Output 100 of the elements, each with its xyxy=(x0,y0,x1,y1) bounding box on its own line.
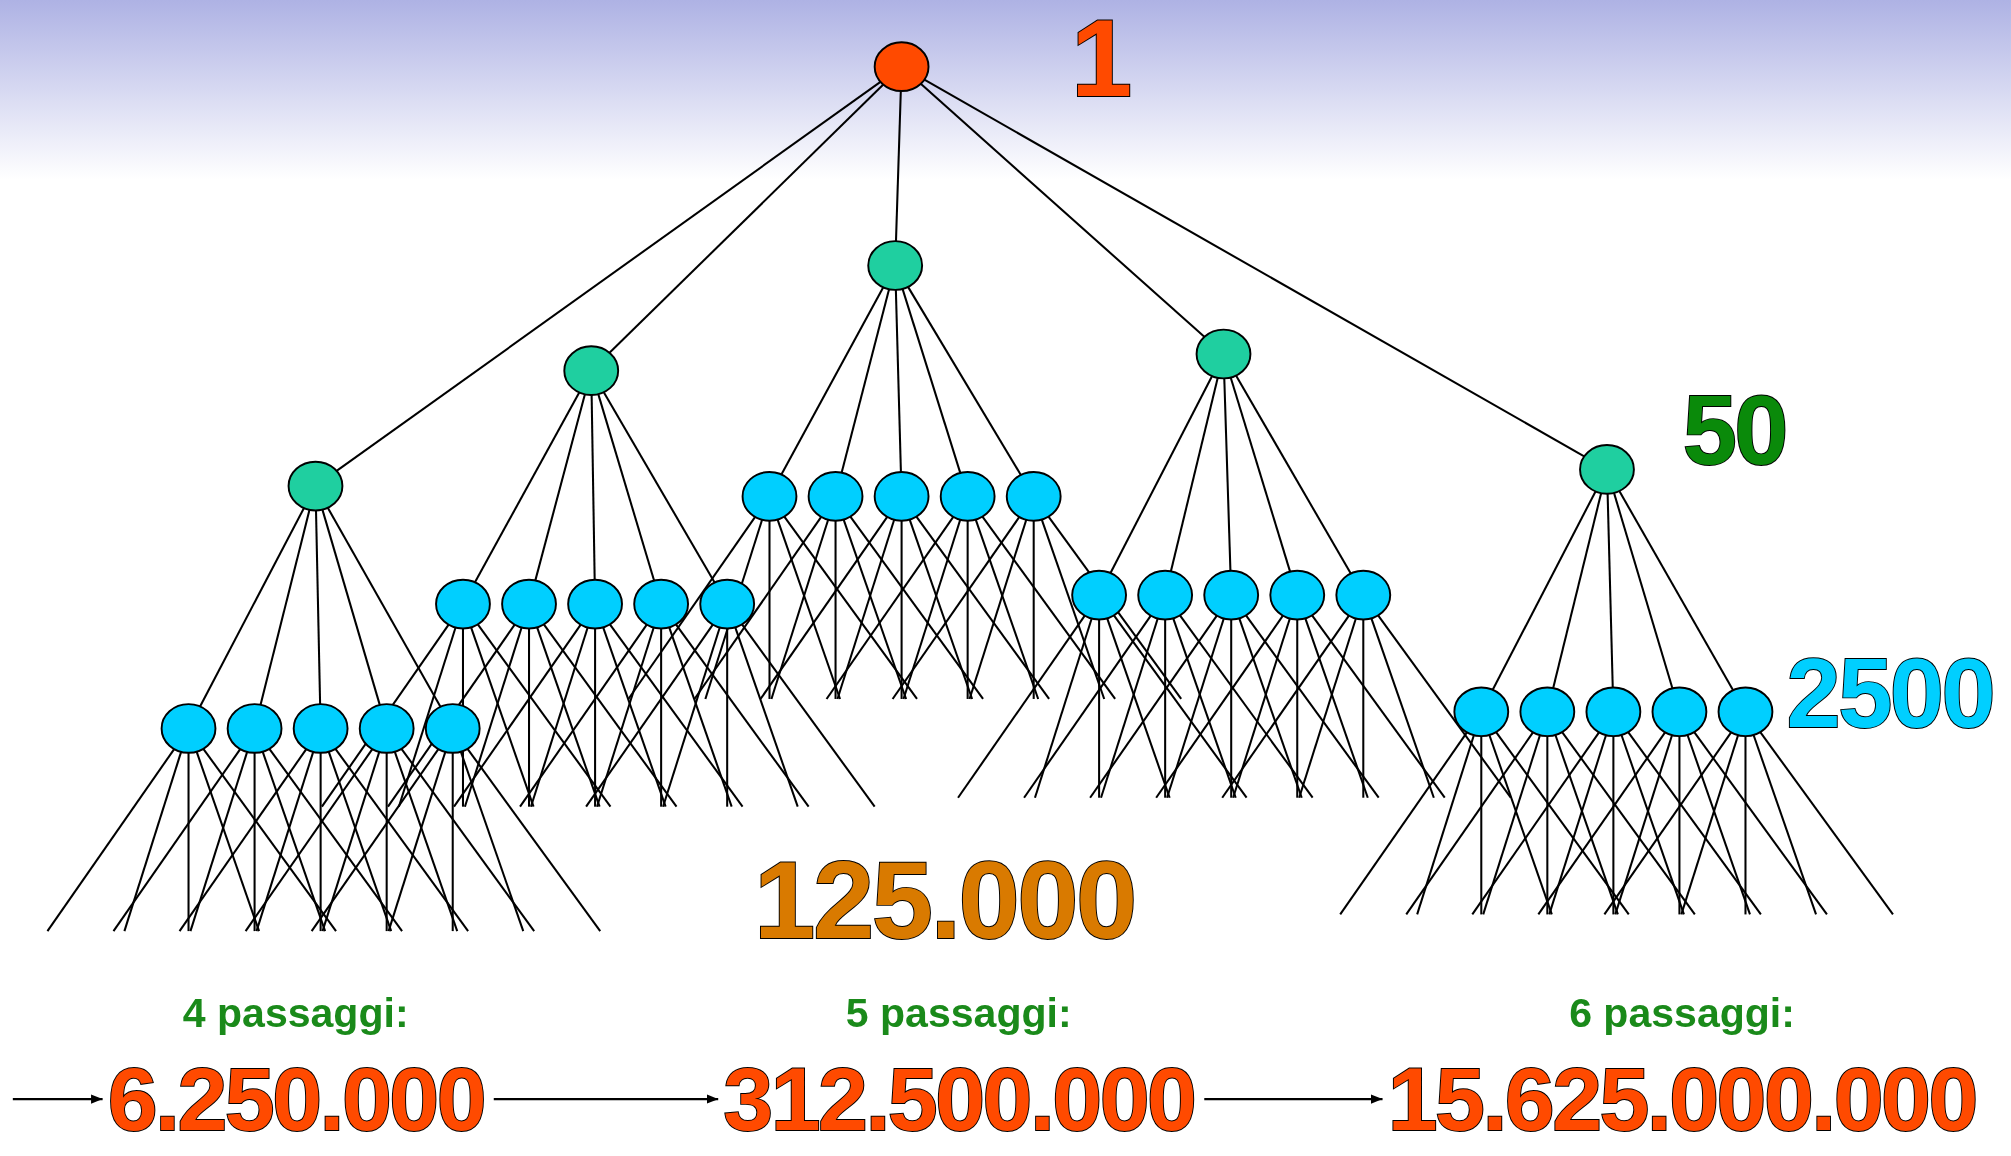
connector-line xyxy=(112,748,242,932)
connector-line xyxy=(178,748,308,932)
connector-line xyxy=(966,520,969,699)
arrow xyxy=(1204,1094,1383,1104)
connector-line xyxy=(476,623,612,808)
connector-line xyxy=(1548,734,1607,915)
connector-line xyxy=(1296,619,1299,798)
tree-node-circle xyxy=(741,471,798,522)
tree-node-circle xyxy=(1005,471,1062,522)
connector-line xyxy=(393,751,459,932)
connector-line xyxy=(1627,731,1762,916)
connector-line xyxy=(123,751,183,932)
connector-line xyxy=(310,748,440,932)
connector-line xyxy=(894,289,902,472)
connector-line xyxy=(1561,731,1696,916)
connector-line xyxy=(1304,618,1369,799)
connector-line xyxy=(1482,734,1541,915)
connector-line xyxy=(1155,615,1284,799)
connector-line xyxy=(891,516,1021,700)
large-number: 312.500.000 xyxy=(723,1054,1195,1144)
connector-line xyxy=(662,627,721,807)
tree-node-circle xyxy=(563,345,620,396)
connector-line xyxy=(536,626,601,808)
tree-node-circle xyxy=(292,703,349,754)
connector-line xyxy=(244,748,374,932)
tree-node-circle xyxy=(287,460,344,512)
root-node-circle xyxy=(873,41,930,92)
connector-line xyxy=(1238,618,1303,799)
connector-line xyxy=(825,516,955,700)
tree-node-circle xyxy=(807,471,864,522)
connector-line xyxy=(1172,618,1237,799)
connector-line xyxy=(840,288,891,473)
connector-line xyxy=(1612,736,1615,915)
connector-line xyxy=(519,624,648,808)
connector-line xyxy=(1362,619,1365,798)
connector-line xyxy=(1680,734,1740,915)
connector-line xyxy=(253,752,256,932)
tree-node-circle xyxy=(1269,569,1326,621)
tree-node-circle xyxy=(1651,686,1708,738)
connector-line xyxy=(734,626,799,808)
step-caption: 4 passaggi: xyxy=(182,992,409,1034)
connector-line xyxy=(915,516,1050,700)
connector-line xyxy=(908,519,974,700)
connector-line xyxy=(981,516,1116,700)
connector-line xyxy=(894,91,902,242)
connector-line xyxy=(1554,734,1619,915)
connector-line xyxy=(1109,375,1214,574)
connector-line xyxy=(1164,619,1167,798)
connector-line xyxy=(1298,618,1357,799)
connector-line xyxy=(1232,618,1291,799)
tree-node-circle xyxy=(160,703,217,754)
connector-line xyxy=(534,394,586,581)
connector-line xyxy=(451,752,454,932)
connector-line xyxy=(1752,734,1817,915)
tree-node-circle xyxy=(1335,569,1392,621)
connector-line xyxy=(1495,731,1630,916)
tree-node-circle xyxy=(1203,569,1260,621)
connector-line xyxy=(1377,614,1512,799)
connector-line xyxy=(759,516,889,700)
connector-line xyxy=(1603,731,1732,915)
connector-line xyxy=(768,520,771,699)
connector-line xyxy=(776,519,841,700)
connector-line xyxy=(608,83,885,354)
connector-line xyxy=(315,510,322,705)
connector-line xyxy=(1230,619,1233,798)
tree-node-circle xyxy=(1453,686,1510,738)
connector-line xyxy=(900,520,903,699)
connector-line xyxy=(1405,731,1534,915)
connector-line xyxy=(187,752,190,932)
tree-node-circle xyxy=(1717,686,1774,738)
connector-line xyxy=(834,520,837,699)
connector-line xyxy=(602,391,716,583)
tree-node-circle xyxy=(358,703,415,754)
tree-node-circle xyxy=(501,578,557,630)
connector-line xyxy=(1040,519,1106,700)
tree-node-circle xyxy=(226,703,283,754)
connector-line xyxy=(660,628,663,807)
connector-line xyxy=(1179,614,1314,799)
connector-line xyxy=(590,395,596,580)
connector-line xyxy=(1759,731,1894,916)
connector-line xyxy=(1416,734,1475,915)
connector-line xyxy=(1480,736,1483,915)
connector-line xyxy=(957,615,1086,799)
connector-line xyxy=(783,516,918,700)
connector-line xyxy=(459,751,525,932)
tree-node-circle xyxy=(699,578,756,630)
connector-line xyxy=(1678,736,1681,915)
connector-line xyxy=(1339,731,1468,915)
connector-line xyxy=(543,623,678,808)
connector-line xyxy=(602,626,667,808)
connector-line xyxy=(974,519,1040,700)
connector-line xyxy=(1235,375,1352,574)
connector-line xyxy=(1370,618,1435,799)
connector-line xyxy=(668,626,733,808)
connector-line xyxy=(1034,618,1093,799)
connector-line xyxy=(1169,377,1219,572)
connector-line xyxy=(741,623,876,808)
tree-node-circle xyxy=(1195,328,1252,380)
connector-line xyxy=(968,519,1028,700)
tree-node-circle xyxy=(867,240,924,291)
